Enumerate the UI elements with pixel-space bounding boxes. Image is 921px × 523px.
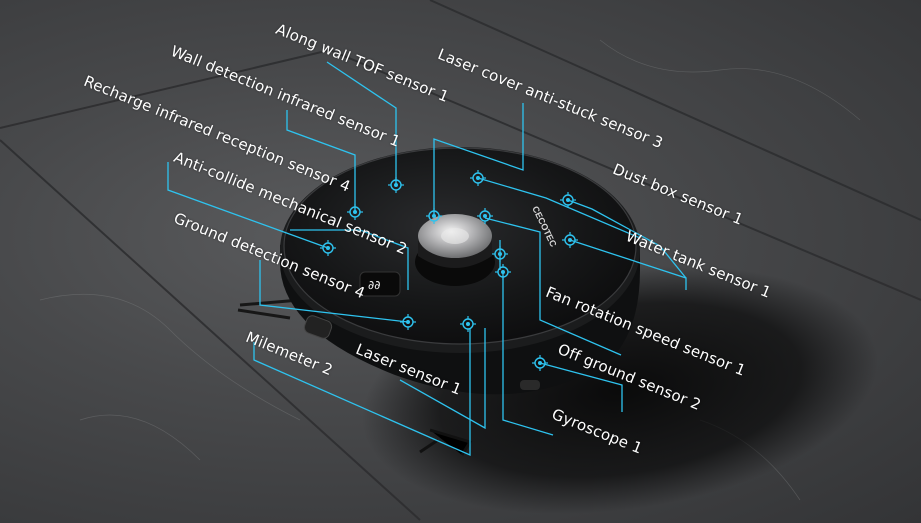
callout-lines [167,61,687,456]
robot-vacuum [237,147,640,456]
display-glyph: ∂∂ [368,278,380,292]
